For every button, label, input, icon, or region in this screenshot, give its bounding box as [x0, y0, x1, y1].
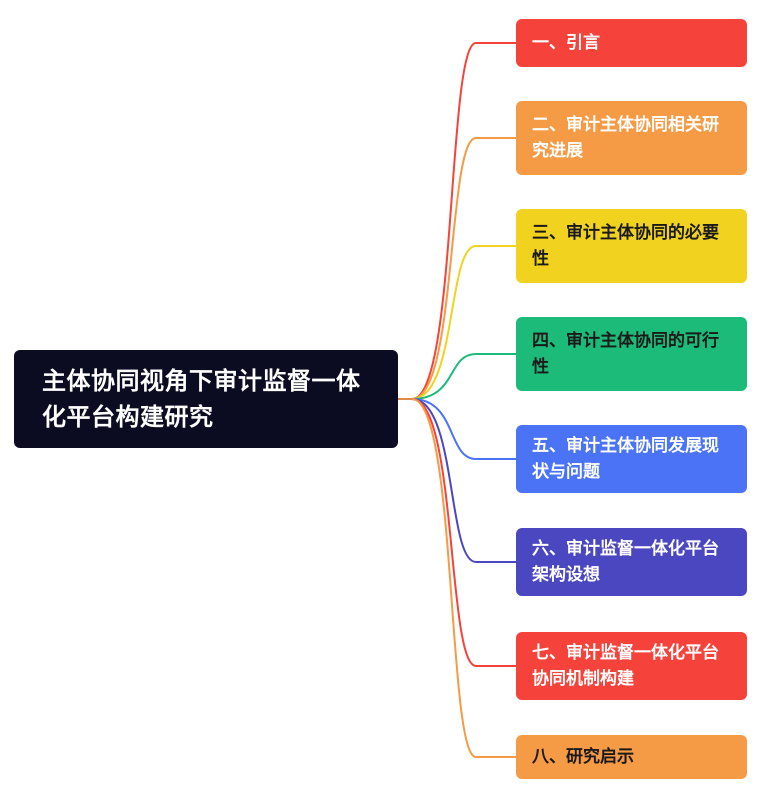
branch-necessity[interactable]: 三、审计主体协同的必要性 [516, 209, 747, 283]
branch-label: 七、审计监督一体化平台协同机制构建 [532, 643, 719, 689]
root-topic-title: 主体协同视角下审计监督一体化平台构建研究 [42, 367, 361, 431]
branch-collaboration-mechanism[interactable]: 七、审计监督一体化平台协同机制构建 [516, 632, 747, 700]
branch-label: 四、审计主体协同的可行性 [532, 331, 719, 377]
branch-label: 六、审计监督一体化平台架构设想 [532, 539, 719, 585]
branch-label: 五、审计主体协同发展现状与问题 [532, 436, 719, 482]
branch-research-implications[interactable]: 八、研究启示 [516, 735, 747, 779]
connector-line-5 [411, 398, 516, 563]
connector-line-4 [411, 398, 516, 460]
connector-line-1 [411, 137, 516, 400]
branch-research-progress[interactable]: 二、审计主体协同相关研究进展 [516, 101, 747, 175]
connector-line-0 [411, 42, 516, 400]
connector-line-6 [411, 398, 516, 667]
branch-label: 一、引言 [532, 33, 600, 53]
connector-line-7 [411, 398, 516, 758]
branch-platform-architecture[interactable]: 六、审计监督一体化平台架构设想 [516, 528, 747, 596]
connector-line-3 [411, 353, 516, 400]
branch-label: 八、研究启示 [532, 747, 634, 767]
branch-intro[interactable]: 一、引言 [516, 19, 747, 67]
root-topic[interactable]: 主体协同视角下审计监督一体化平台构建研究 [14, 350, 398, 448]
connector-line-2 [411, 245, 516, 400]
branch-feasibility[interactable]: 四、审计主体协同的可行性 [516, 317, 747, 391]
branch-label: 三、审计主体协同的必要性 [532, 223, 719, 269]
branch-label: 二、审计主体协同相关研究进展 [532, 115, 719, 161]
branch-current-status[interactable]: 五、审计主体协同发展现状与问题 [516, 425, 747, 493]
